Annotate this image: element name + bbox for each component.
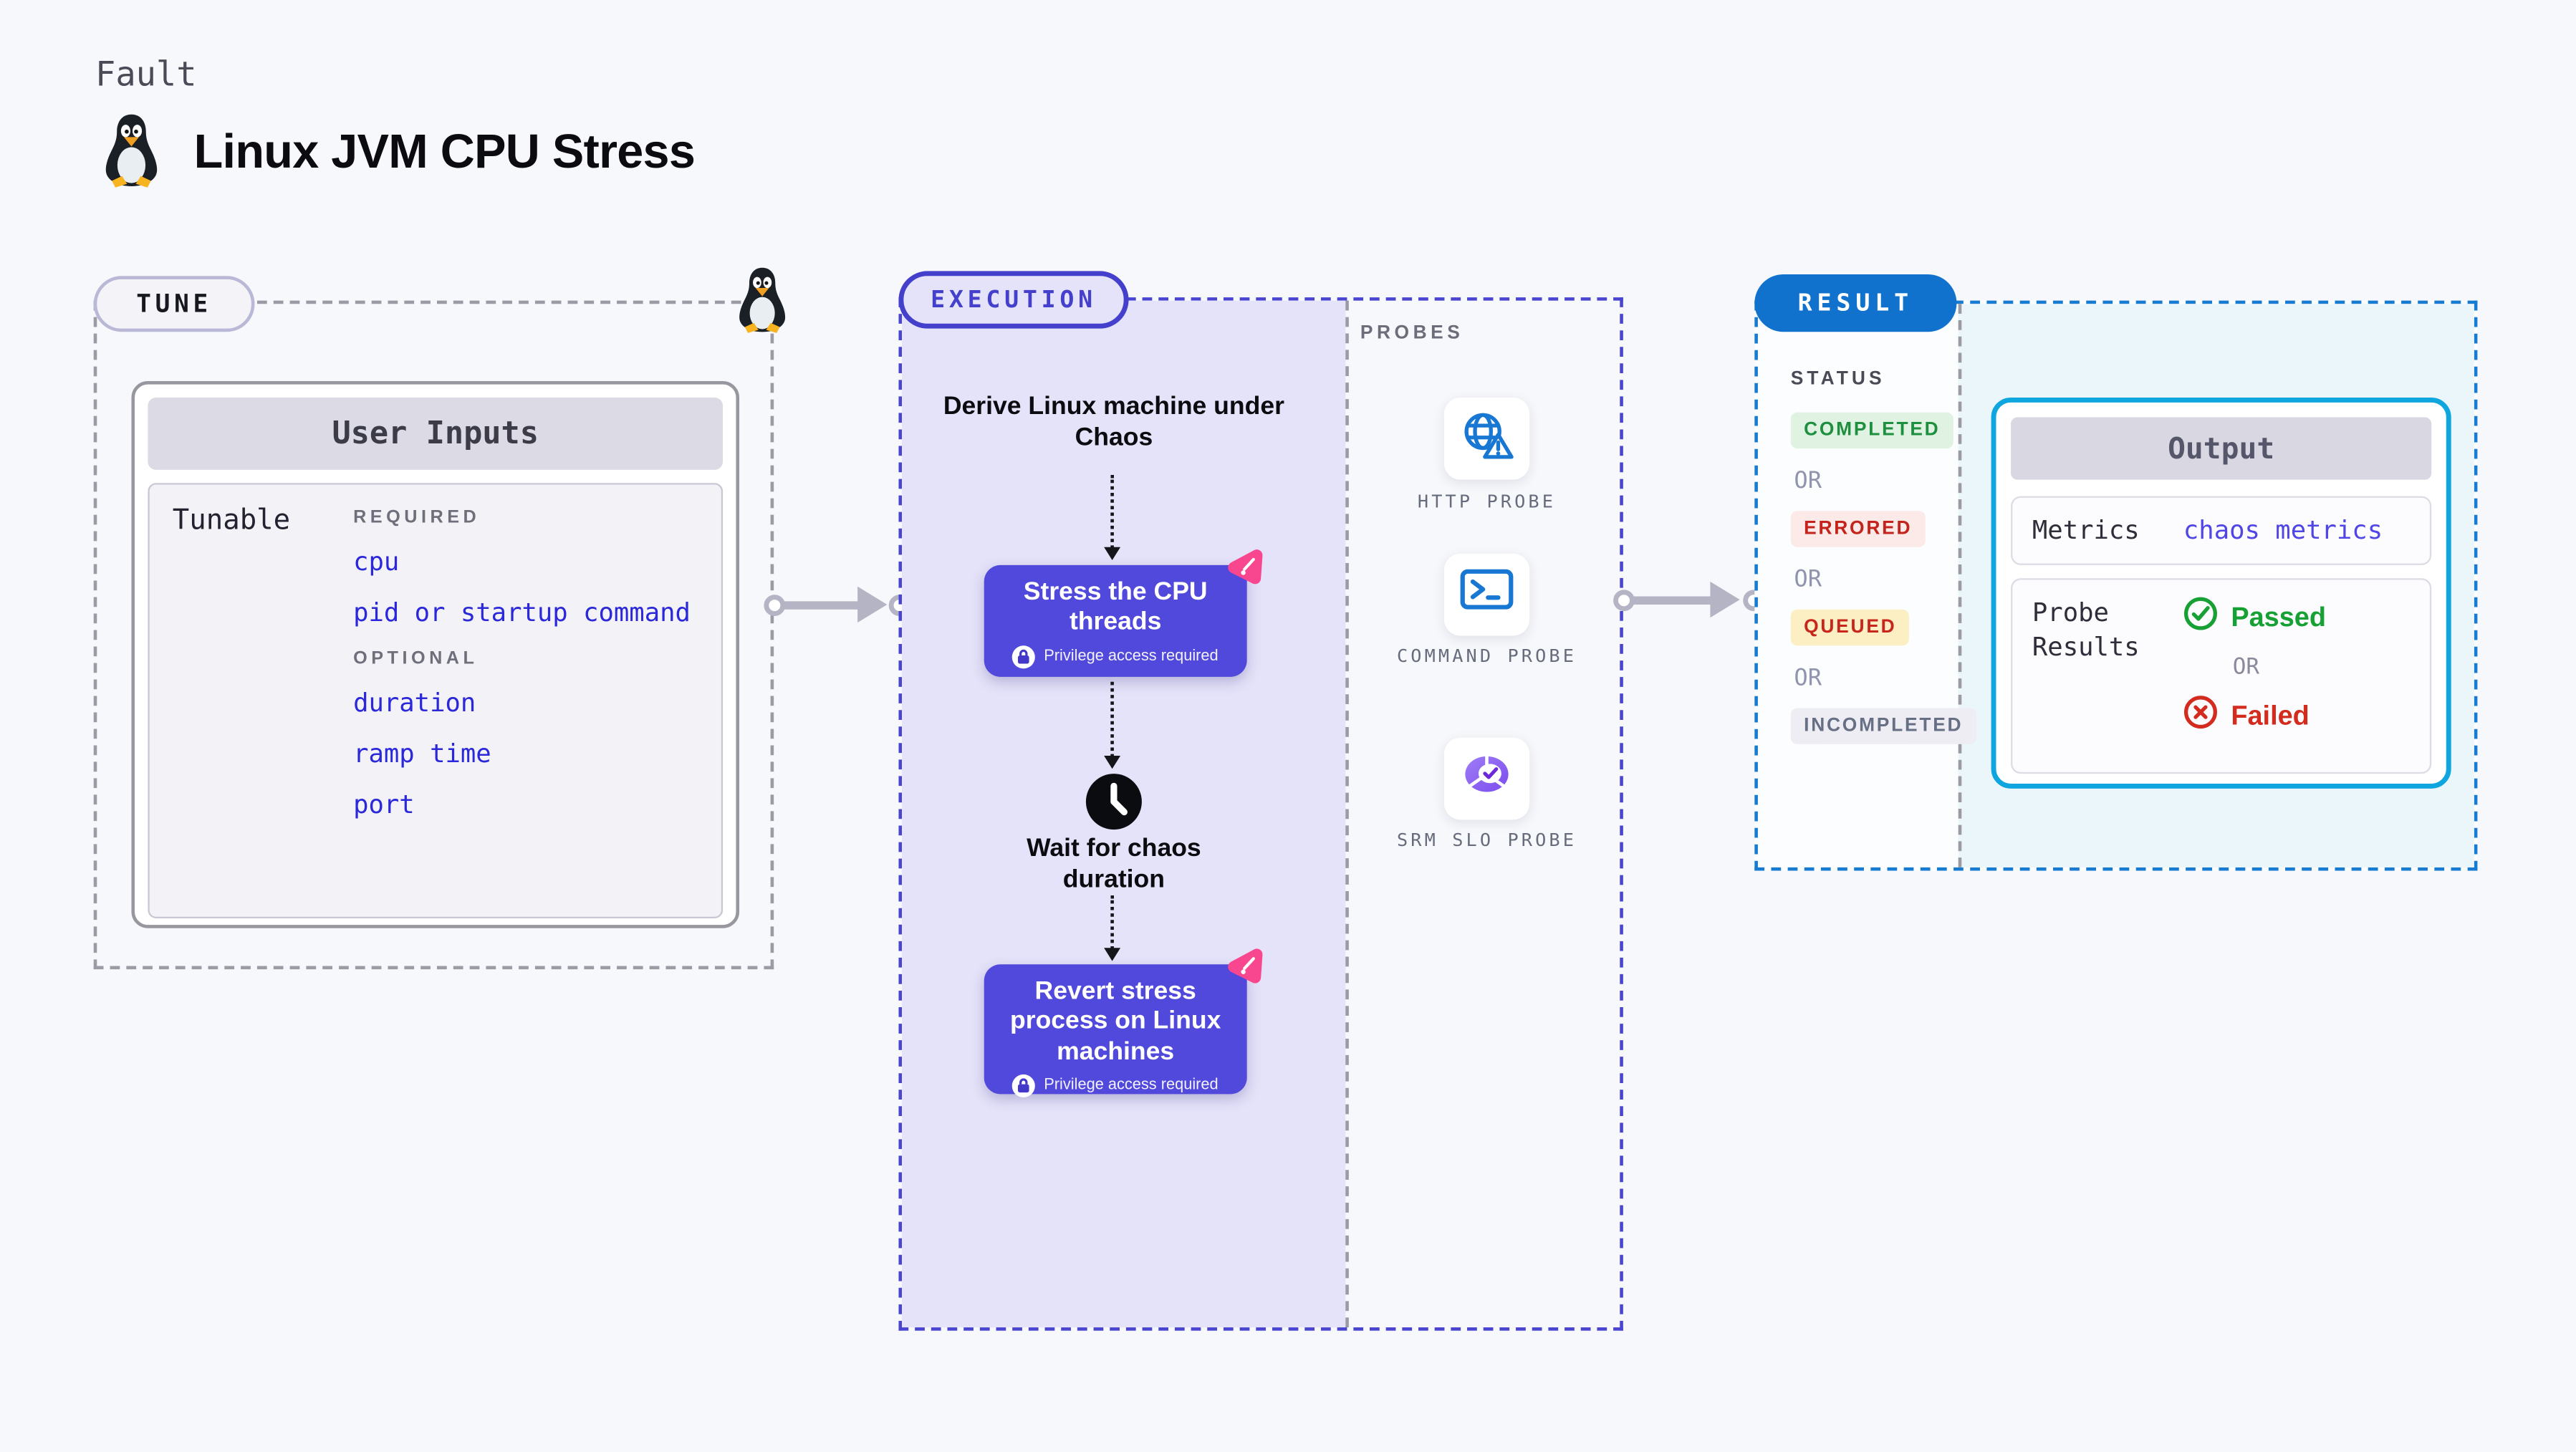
status-badge-errored: ERRORED xyxy=(1790,511,1926,547)
page-title: Linux JVM CPU Stress xyxy=(193,126,696,179)
user-inputs-card: User Inputs Tunable REQUIRED cpu pid or … xyxy=(131,381,740,928)
srm-slo-probe-label: SRM SLO PROBE xyxy=(1396,830,1577,851)
lock-icon xyxy=(1012,645,1036,668)
tune-section: TUNE User Inputs Tunable REQUIRED cpu pi… xyxy=(93,267,786,970)
result-badge: RESULT xyxy=(1754,274,1957,332)
execution-badge: EXECUTION xyxy=(898,271,1129,329)
http-probe-label: HTTP PROBE xyxy=(1417,491,1557,513)
tunable-link-pid-or-startup-command[interactable]: pid or startup command xyxy=(353,597,691,628)
tune-badge: TUNE xyxy=(93,276,255,332)
status-list: COMPLETED OR ERRORED OR QUEUED OR INCOMP… xyxy=(1790,412,1976,764)
privilege-note: Privilege access required xyxy=(1044,647,1219,665)
tunable-link-port[interactable]: port xyxy=(353,790,415,820)
step-title: Revert stress process on Linux machines xyxy=(1010,977,1221,1066)
wait-clock-icon xyxy=(1085,772,1144,840)
or-separator: OR xyxy=(2232,653,2259,681)
or-separator: OR xyxy=(1794,567,1822,593)
failed-label: Failed xyxy=(2231,701,2310,731)
or-separator: OR xyxy=(1794,468,1822,495)
terminal-icon xyxy=(1456,565,1518,625)
http-probe-card xyxy=(1443,397,1530,480)
tunable-link-cpu[interactable]: cpu xyxy=(353,547,400,577)
stress-cpu-step: Stress the CPU threads Privilege access … xyxy=(984,565,1247,677)
metrics-row: Metrics chaos metrics xyxy=(2011,496,2432,565)
or-separator: OR xyxy=(1794,665,1822,692)
result-section: RESULT STATUS COMPLETED OR ERRORED OR QU… xyxy=(1754,274,2478,871)
failed-x-icon xyxy=(2183,695,2218,738)
tunable-row-label: Tunable xyxy=(172,504,291,537)
status-badge-incompleted: INCOMPLETED xyxy=(1790,708,1976,744)
user-inputs-body: Tunable REQUIRED cpu pid or startup comm… xyxy=(148,483,724,918)
srm-slo-probe-card xyxy=(1443,737,1530,820)
flow-connector-down-arrow xyxy=(1103,681,1120,769)
command-probe-card xyxy=(1443,553,1530,636)
execution-probes-divider xyxy=(1345,300,1349,1328)
connector-ring xyxy=(764,594,786,615)
execution-to-result-arrow xyxy=(1613,578,1765,621)
tune-to-execution-arrow xyxy=(764,583,910,626)
linux-penguin-icon xyxy=(100,112,163,197)
linux-penguin-icon xyxy=(734,266,790,342)
result-divider xyxy=(1958,304,1962,867)
flow-connector-down-arrow xyxy=(1103,895,1120,961)
derive-step-text: Derive Linux machine under Chaos xyxy=(943,393,1284,453)
metrics-label: Metrics xyxy=(2032,515,2140,545)
probes-section-label: PROBES xyxy=(1360,323,1464,344)
wait-step-text: Wait for chaos duration xyxy=(1027,835,1201,894)
fault-kind-label: Fault xyxy=(95,54,197,94)
required-group-label: REQUIRED xyxy=(353,507,481,528)
tunable-link-duration[interactable]: duration xyxy=(353,688,476,718)
output-header: Output xyxy=(2011,417,2432,480)
privilege-note: Privilege access required xyxy=(1044,1076,1219,1095)
chaos-fault-icon xyxy=(1224,547,1267,595)
slo-donut-check-icon xyxy=(1456,746,1518,810)
status-badge-queued: QUEUED xyxy=(1790,609,1910,646)
globe-warning-icon xyxy=(1456,407,1518,471)
connector-ring xyxy=(1613,589,1635,610)
status-label: STATUS xyxy=(1790,370,1885,390)
execution-section: EXECUTION Derive Linux machine under Cha… xyxy=(898,271,1623,1331)
chaos-fault-icon xyxy=(1224,946,1267,994)
status-badge-completed: COMPLETED xyxy=(1790,412,1953,449)
optional-group-label: OPTIONAL xyxy=(353,648,479,669)
command-probe-label: COMMAND PROBE xyxy=(1396,645,1577,668)
lock-icon xyxy=(1012,1074,1036,1097)
revert-stress-step: Revert stress process on Linux machines … xyxy=(984,964,1247,1097)
user-inputs-header: User Inputs xyxy=(148,397,724,470)
flow-connector-down-arrow xyxy=(1103,474,1120,561)
chaos-metrics-link[interactable]: chaos metrics xyxy=(2183,516,2383,546)
probe-results-row: Probe Results Passed OR Failed xyxy=(2011,578,2432,774)
step-title: Stress the CPU threads xyxy=(1023,578,1208,637)
tunable-list: REQUIRED cpu pid or startup command OPTI… xyxy=(353,501,731,841)
output-card: Output Metrics chaos metrics Probe Resul… xyxy=(1991,397,2451,789)
tunable-link-ramp-time[interactable]: ramp time xyxy=(353,739,491,769)
passed-label: Passed xyxy=(2231,602,2326,632)
passed-check-icon xyxy=(2183,596,2218,639)
probe-results-label: Probe Results xyxy=(2032,597,2140,663)
